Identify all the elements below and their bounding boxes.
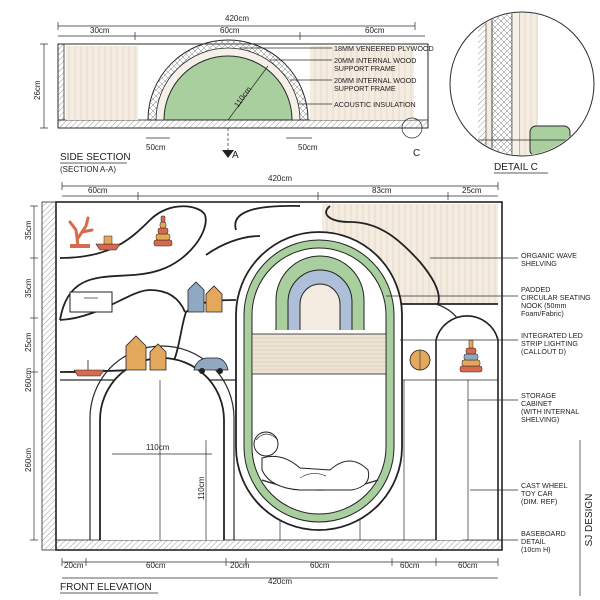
fe-left-260b: 260cm bbox=[24, 448, 33, 472]
fe-callout-base-1: BASEBOARD bbox=[521, 529, 566, 538]
fe-callout-wave-2: SHELVING bbox=[521, 259, 557, 268]
fe-callout-storage-4: SHELVING) bbox=[521, 415, 559, 424]
fe-callout-padded-4: Foam/Fabric) bbox=[521, 309, 564, 318]
boat-toy-2 bbox=[73, 360, 105, 377]
boat-toy bbox=[95, 235, 121, 251]
child-figure bbox=[253, 431, 370, 491]
fe-top-total: 420cm bbox=[268, 174, 292, 183]
ss-callout-frame-1b: SUPPORT FRAME bbox=[334, 64, 396, 73]
fe-callout-base-2: DETAIL bbox=[521, 537, 546, 546]
fe-left-260a: 260cm bbox=[24, 368, 33, 392]
fe-callout-led-2: STRIP LIGHTING bbox=[521, 339, 578, 348]
ss-marker-c: C bbox=[413, 148, 420, 159]
toy-car bbox=[193, 357, 229, 374]
fe-bottom-dim-1: 20cm bbox=[64, 561, 84, 570]
ss-callout-frame-1a: 20MM INTERNAL WOOD bbox=[334, 56, 416, 65]
fe-bottom-dim-2: 60cm bbox=[146, 561, 166, 570]
title-block: SJ DESIGN bbox=[579, 440, 595, 596]
ss-callout-plywood: 18MM VENEERED PLYWOOD bbox=[334, 44, 434, 53]
stacking-rings-toy-1 bbox=[153, 215, 173, 247]
fe-callout-car-1: CAST WHEEL bbox=[521, 481, 568, 490]
fe-title: FRONT ELEVATION bbox=[60, 582, 152, 593]
fe-callout-led-1: INTEGRATED LED bbox=[521, 331, 583, 340]
fe-callout-storage-2: CABINET bbox=[521, 399, 553, 408]
ss-title: SIDE SECTION bbox=[60, 152, 131, 163]
ss-dim-height: 26cm bbox=[33, 80, 42, 100]
fe-callout-led-3: (CALLOUT D) bbox=[521, 347, 566, 356]
brand-name: SJ DESIGN bbox=[584, 494, 595, 547]
ss-marker-a: A bbox=[232, 150, 239, 161]
front-elevation: 420cm 60cm 83cm 25cm 35cm 35cm 25cm 260c… bbox=[24, 174, 591, 594]
ss-callout-frame-2a: 20MM INTERNAL WOOD bbox=[334, 76, 416, 85]
detail-title: DETAIL C bbox=[494, 162, 538, 173]
fe-callout-car-2: TOY CAR bbox=[521, 489, 553, 498]
ss-dim-bottom-right: 50cm bbox=[298, 143, 318, 152]
ss-dim-mid: 60cm bbox=[220, 26, 240, 35]
ss-callouts: 18MM VENEERED PLYWOOD 20MM INTERNAL WOOD… bbox=[334, 44, 434, 109]
ss-dim-total: 420cm bbox=[225, 14, 249, 23]
fe-callout-padded-2: CIRCULAR SEATING bbox=[521, 293, 591, 302]
fe-callout-car-3: (DIM. REF) bbox=[521, 497, 557, 506]
toy-houses-lower bbox=[125, 335, 167, 371]
ss-callout-frame-2b: SUPPORT FRAME bbox=[334, 84, 396, 93]
fe-top-right: 25cm bbox=[462, 186, 482, 195]
side-section: 420cm 30cm 60cm 60cm 26cm 110cm 50cm 50c… bbox=[33, 14, 434, 174]
fe-left-25: 25cm bbox=[24, 332, 33, 352]
fe-top-mid: 83cm bbox=[372, 186, 392, 195]
fe-left-35a: 35cm bbox=[24, 220, 33, 240]
ss-dim-right: 60cm bbox=[365, 26, 385, 35]
fe-bottom-dim-4: 60cm bbox=[310, 561, 330, 570]
storage-box bbox=[69, 291, 113, 313]
fe-callout-padded-1: PADDED bbox=[521, 285, 550, 294]
fe-bottom-dim-5: 60cm bbox=[400, 561, 420, 570]
coral-toy bbox=[68, 216, 94, 248]
ss-callout-insulation: ACOUSTIC INSULATION bbox=[334, 100, 416, 109]
fe-bottom-dim-3: 20cm bbox=[230, 561, 250, 570]
wooden-disc-toy bbox=[409, 349, 431, 371]
ss-dim-left: 30cm bbox=[90, 26, 110, 35]
fe-callout-storage-1: STORAGE bbox=[521, 391, 556, 400]
toy-houses-shelf bbox=[187, 281, 223, 313]
fe-arch-width: 110cm bbox=[146, 443, 170, 452]
fe-callout-wave-1: ORGANIC WAVE bbox=[521, 251, 577, 260]
fe-left-35b: 35cm bbox=[24, 278, 33, 298]
fe-arch-height: 110cm bbox=[197, 476, 206, 500]
ss-dim-bottom-left: 50cm bbox=[146, 143, 166, 152]
fe-bottom-total: 420cm bbox=[268, 577, 292, 586]
ss-subtitle: (SECTION A-A) bbox=[60, 165, 116, 174]
fe-callout-storage-3: (WITH INTERNAL bbox=[521, 407, 579, 416]
detail-c: DETAIL C bbox=[449, 11, 595, 174]
fe-bottom-dim-6: 60cm bbox=[458, 561, 478, 570]
fe-top-left: 60cm bbox=[88, 186, 108, 195]
fe-callouts: ORGANIC WAVE SHELVING PADDED CIRCULAR SE… bbox=[521, 251, 591, 554]
stacking-rings-toy-2 bbox=[459, 339, 483, 373]
fe-callout-padded-3: NOOK (50mm bbox=[521, 301, 567, 310]
fe-callout-base-3: (10cm H) bbox=[521, 545, 551, 554]
